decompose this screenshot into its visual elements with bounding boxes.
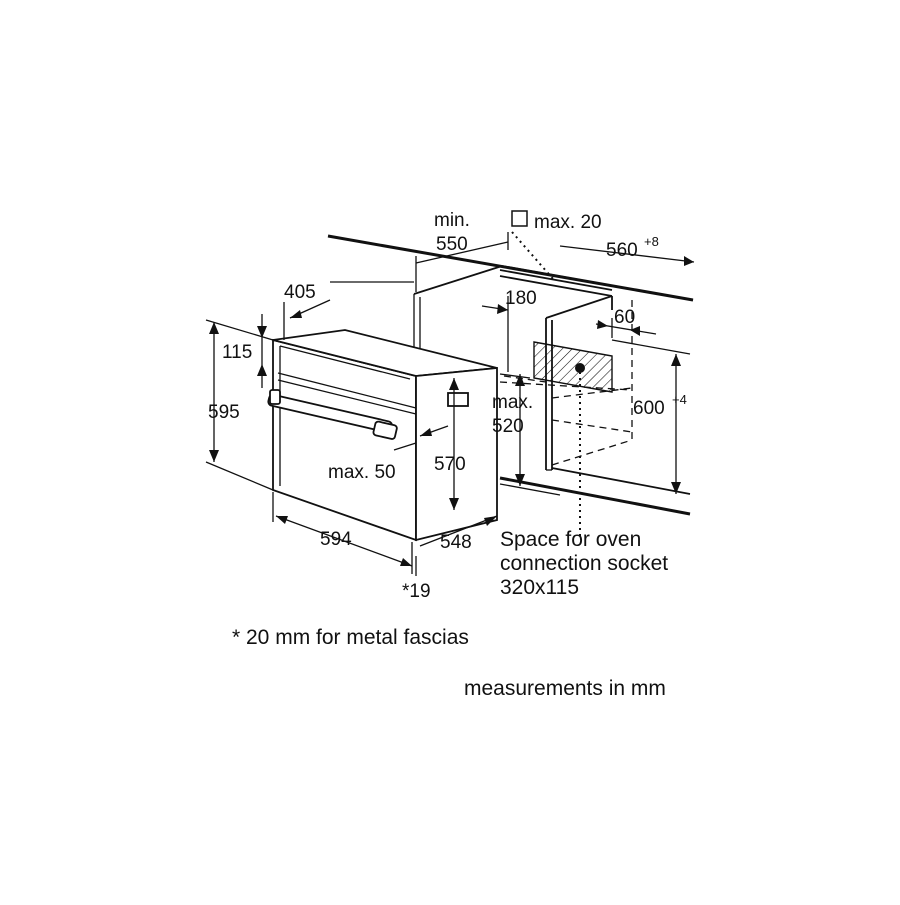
label-min: min.: [434, 210, 470, 231]
dim-595-ext-bottom: [205, 461, 274, 491]
dim-570-arrow-top: [449, 378, 459, 390]
hidden-edge-6: [551, 419, 633, 433]
square-icon: [511, 210, 528, 227]
label-60: 60: [614, 307, 635, 328]
dim-594-arrow-right: [400, 558, 412, 566]
worktop-back-edge: [501, 265, 694, 301]
label-max: max.: [492, 392, 533, 413]
dim-115-arrow-bottom: [257, 364, 267, 376]
dim-max50-line-2: [393, 442, 417, 451]
mounting-bracket: [447, 392, 469, 407]
handle-bracket-left: [269, 389, 281, 405]
dim-550-line: [415, 241, 509, 264]
dim-548-arrow: [484, 516, 497, 526]
dimension-lines: [205, 232, 695, 576]
dim-548-line: [419, 515, 498, 547]
units-note: measurements in mm: [464, 677, 666, 700]
dim-560-arrow: [684, 256, 694, 266]
control-strip-line: [277, 372, 417, 409]
hidden-edge-4: [551, 439, 633, 466]
label-405: 405: [284, 282, 316, 303]
socket-note-line3: 320x115: [500, 576, 579, 599]
label-570: 570: [434, 454, 466, 475]
worktop-strip: [499, 269, 613, 291]
label-180: 180: [505, 288, 537, 309]
socket-note-line1: Space for oven: [500, 528, 641, 551]
dim-594-line: [275, 515, 413, 567]
control-strip-line-2: [277, 379, 417, 415]
dim-520-arrow-top: [515, 374, 525, 386]
dim-570-arrow-bottom: [449, 498, 459, 510]
hidden-edge-1: [551, 387, 633, 399]
dim-max50-arrow: [420, 428, 432, 436]
dim-600-ext-top: [611, 339, 691, 355]
label-560: 560: [606, 240, 638, 261]
label-600: 600: [633, 398, 665, 419]
dim-520-arrow-bottom: [515, 474, 525, 486]
label-600-sup: +4: [672, 392, 687, 407]
label-max20: max. 20: [534, 212, 602, 233]
fascia-note: * 20 mm for metal fascias: [232, 626, 469, 649]
worktop-left-edge: [413, 265, 503, 295]
socket-space: [511, 231, 613, 540]
label-115: 115: [222, 342, 252, 363]
front-frame-top: [279, 345, 411, 380]
notes: Space for oven connection socket 320x115…: [232, 528, 668, 700]
oven-top-edge: [415, 367, 498, 377]
label-560-sup: +8: [644, 234, 659, 249]
handle-bracket-right: [372, 420, 398, 440]
socket-note-line2: connection socket: [500, 552, 668, 575]
label-star19: *19: [402, 581, 431, 602]
dim-60-arrow-right: [630, 326, 640, 336]
dim-600-arrow-bottom: [671, 482, 681, 494]
shelf-line: [551, 467, 691, 495]
floor-line: [499, 476, 691, 516]
dim-595-arrow-bottom: [209, 450, 219, 462]
dim-405-arrow: [290, 310, 302, 318]
worktop-strip-lower: [499, 275, 613, 297]
cabinet-structure: [327, 234, 694, 516]
label-594: 594: [320, 529, 352, 550]
dim-180-arrow: [497, 304, 508, 314]
label-max50: max. 50: [328, 462, 396, 483]
cabinet-right-top: [545, 295, 613, 319]
dim-560-line: [559, 245, 695, 263]
label-520: 520: [492, 416, 524, 437]
label-595: 595: [208, 402, 240, 423]
dim-594-arrow-left: [276, 516, 288, 524]
max20-leader-line: [511, 231, 555, 281]
label-548: 548: [440, 532, 472, 553]
dim-60-arrow-left: [597, 320, 608, 329]
dim-595-arrow-top: [209, 322, 219, 334]
label-550: 550: [436, 234, 468, 255]
dim-115-arrow-top: [257, 326, 267, 338]
dim-600-arrow-top: [671, 354, 681, 366]
dim-520-ext-top: [499, 373, 531, 379]
oven: [267, 329, 498, 542]
socket-hatch-area: [533, 341, 613, 393]
socket-marker: [575, 363, 585, 373]
dimension-labels: min. 550 max. 20 560 +8 405 180 60 115 5…: [208, 210, 687, 602]
base-line: [499, 483, 561, 496]
